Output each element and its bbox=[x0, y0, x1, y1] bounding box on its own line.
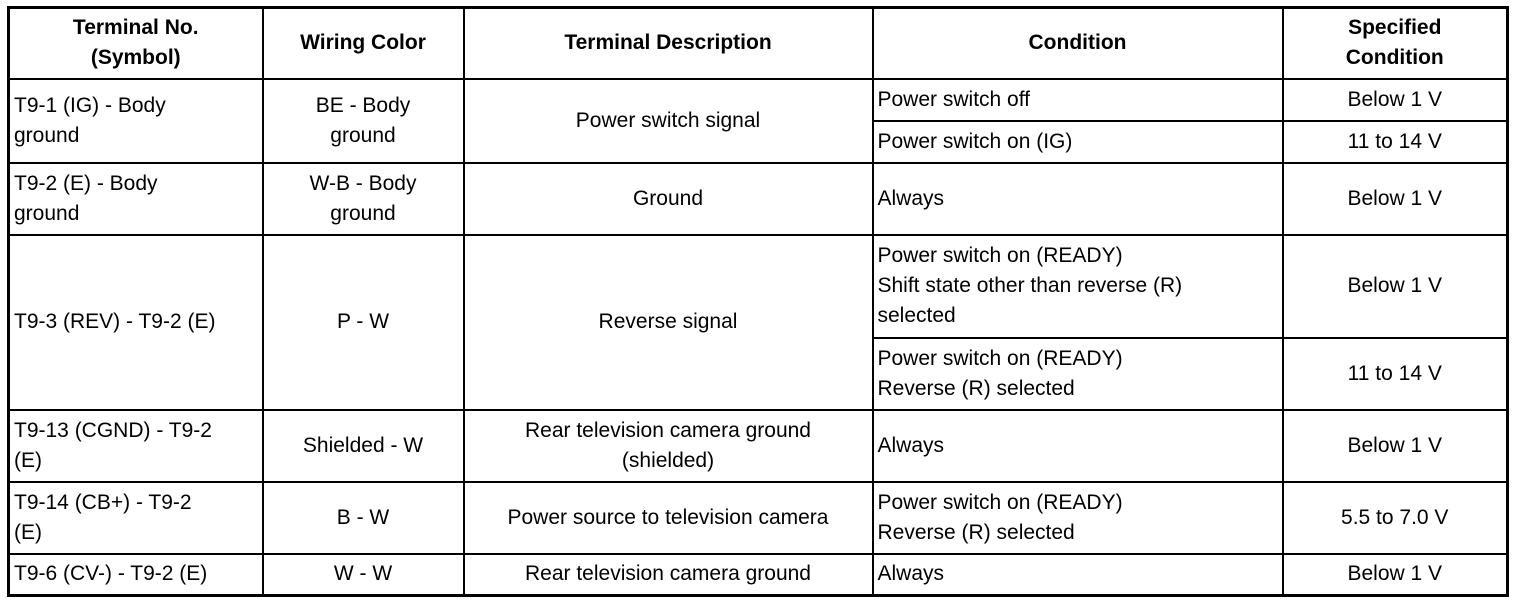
specified-cell: Below 1 V bbox=[1281, 408, 1509, 483]
header-wiring-color: Wiring Color bbox=[261, 6, 465, 80]
header-specified-condition: Specified Condition bbox=[1281, 6, 1509, 80]
header-condition: Condition bbox=[871, 6, 1284, 80]
table-row: T9-2 (E) - Body ground W-B - Body ground… bbox=[7, 161, 1509, 236]
terminal-cell: T9-3 (REV) - T9-2 (E) bbox=[7, 233, 264, 411]
description-cell: Ground bbox=[462, 161, 874, 236]
terminal-cell: T9-6 (CV-) - T9-2 (E) bbox=[7, 552, 264, 597]
header-row: Terminal No. (Symbol) Wiring Color Termi… bbox=[7, 6, 1509, 80]
terminal-cell: T9-13 (CGND) - T9-2 (E) bbox=[7, 408, 264, 483]
wiring-color-cell: Shielded - W bbox=[261, 408, 465, 483]
terminal-inspection-table: Terminal No. (Symbol) Wiring Color Termi… bbox=[7, 6, 1509, 597]
table-row: T9-6 (CV-) - T9-2 (E) W - W Rear televis… bbox=[7, 552, 1509, 597]
table-wrapper: Terminal No. (Symbol) Wiring Color Termi… bbox=[7, 6, 1509, 597]
table-row: T9-1 (IG) - Body ground BE - Body ground… bbox=[7, 77, 1509, 164]
description-cell: Power switch signal bbox=[462, 77, 874, 164]
specified-cell: 11 to 14 V bbox=[1281, 119, 1509, 164]
terminal-cell: T9-14 (CB+) - T9-2 (E) bbox=[7, 480, 264, 555]
condition-cell: Power switch off bbox=[871, 77, 1284, 122]
condition-cell: Always bbox=[871, 408, 1284, 483]
table-row: T9-3 (REV) - T9-2 (E) P - W Reverse sign… bbox=[7, 233, 1509, 411]
specified-cell: 11 to 14 V bbox=[1281, 336, 1509, 411]
condition-cell: Power switch on (READY) Reverse (R) sele… bbox=[871, 480, 1284, 555]
wiring-color-cell: B - W bbox=[261, 480, 465, 555]
condition-cell: Power switch on (IG) bbox=[871, 119, 1284, 164]
terminal-cell: T9-1 (IG) - Body ground bbox=[7, 77, 264, 164]
wiring-color-cell: BE - Body ground bbox=[261, 77, 465, 164]
wiring-color-cell: W-B - Body ground bbox=[261, 161, 465, 236]
header-terminal: Terminal No. (Symbol) bbox=[7, 6, 264, 80]
specified-cell: Below 1 V bbox=[1281, 161, 1509, 236]
specified-cell: Below 1 V bbox=[1281, 233, 1509, 339]
table-row: Power switch on (READY) Reverse (R) sele… bbox=[9, 336, 1509, 411]
condition-cell: Power switch on (READY) Shift state othe… bbox=[871, 233, 1284, 339]
specified-cell: Below 1 V bbox=[1281, 77, 1509, 122]
condition-cell: Power switch on (READY) Reverse (R) sele… bbox=[871, 336, 1284, 411]
description-cell: Power source to television camera bbox=[462, 480, 874, 555]
specified-cell: 5.5 to 7.0 V bbox=[1281, 480, 1509, 555]
wiring-color-cell: W - W bbox=[261, 552, 465, 597]
table-row: T9-14 (CB+) - T9-2 (E) B - W Power sourc… bbox=[7, 480, 1509, 555]
specified-cell: Below 1 V bbox=[1281, 552, 1509, 597]
description-cell: Rear television camera ground (shielded) bbox=[462, 408, 874, 483]
terminal-cell: T9-2 (E) - Body ground bbox=[7, 161, 264, 236]
condition-cell: Always bbox=[871, 161, 1284, 236]
condition-cell: Always bbox=[871, 552, 1284, 597]
description-cell: Reverse signal bbox=[462, 233, 874, 411]
wiring-color-cell: P - W bbox=[261, 233, 465, 411]
header-terminal-description: Terminal Description bbox=[462, 6, 874, 80]
table-row: T9-13 (CGND) - T9-2 (E) Shielded - W Rea… bbox=[7, 408, 1509, 483]
table-row: Power switch on (IG) 11 to 14 V bbox=[9, 119, 1509, 164]
description-cell: Rear television camera ground bbox=[462, 552, 874, 597]
